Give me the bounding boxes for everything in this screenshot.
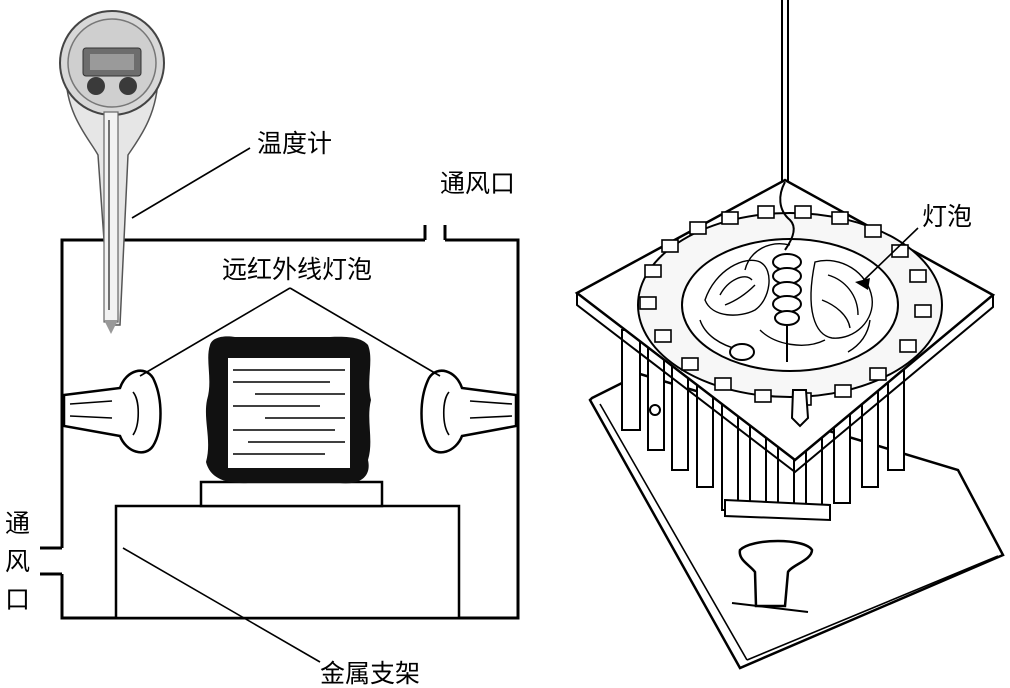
base-bulb — [731, 539, 814, 613]
specimen — [205, 336, 371, 484]
thermometer-screen — [90, 54, 134, 70]
bulb-left-shade-2 — [69, 415, 113, 419]
bulb-right-highlight — [442, 391, 450, 436]
label-vent-left-2: 风 — [5, 547, 30, 576]
left-leader-lines — [122, 147, 441, 663]
inner-bulb-left — [729, 343, 755, 361]
spring-hook — [772, 181, 802, 362]
base-plate-edge — [599, 403, 748, 661]
label-vent-left-3: 口 — [5, 585, 30, 614]
thermometer-button-left — [87, 77, 105, 95]
label-thermometer: 温度计 — [257, 129, 332, 158]
label-bulb-right: 灯泡 — [922, 202, 972, 231]
leader-bulb-right-label — [861, 227, 919, 283]
thermometer — [59, 10, 165, 334]
label-vent-top: 通风口 — [440, 169, 515, 198]
specimen-lines — [233, 369, 345, 455]
leader-bulb-left — [139, 287, 291, 377]
label-infrared-bulb: 远红外线灯泡 — [222, 255, 372, 284]
gear-ring — [637, 181, 943, 428]
sample-texture — [699, 243, 873, 353]
infrared-bulb-right — [420, 369, 518, 454]
base-bulb-shadow — [731, 602, 809, 613]
thermometer-tip — [104, 320, 118, 334]
thermometer-probe — [103, 111, 119, 323]
specimen-window — [228, 358, 350, 468]
fin-base-foot — [724, 498, 831, 522]
bulb-right-shade-1 — [469, 400, 513, 405]
infrared-bulb-left — [62, 369, 162, 454]
label-vent-left-1: 通 — [5, 509, 30, 538]
metal-stand — [114, 480, 461, 620]
bulb-right-body — [420, 369, 518, 454]
gear-teeth — [639, 205, 932, 406]
leader-metal-stand — [122, 547, 321, 663]
leader-thermometer — [131, 147, 251, 219]
stand-platform — [199, 480, 384, 508]
box-wall-right-bottom — [60, 238, 520, 620]
bulb-left-highlight — [132, 391, 140, 436]
bulb-right-shade-2 — [469, 415, 513, 419]
leader-bulb-right — [289, 287, 441, 377]
drying-box — [40, 225, 520, 620]
base-bulb-body — [738, 539, 814, 608]
bulb-left-body — [62, 369, 162, 454]
stand-block — [114, 504, 461, 620]
bulb-left-shade-1 — [69, 400, 113, 405]
apparatus-right — [574, 0, 1005, 670]
top-plate-thickness — [576, 293, 994, 474]
plate-hole — [649, 404, 661, 416]
thermometer-button-right — [119, 77, 137, 95]
probe-tab — [790, 389, 810, 428]
box-wall-top-left — [60, 238, 425, 548]
base-plate-edge-2 — [746, 555, 999, 661]
label-metal-stand: 金属支架 — [320, 659, 420, 688]
inner-bulb-right — [855, 278, 870, 290]
